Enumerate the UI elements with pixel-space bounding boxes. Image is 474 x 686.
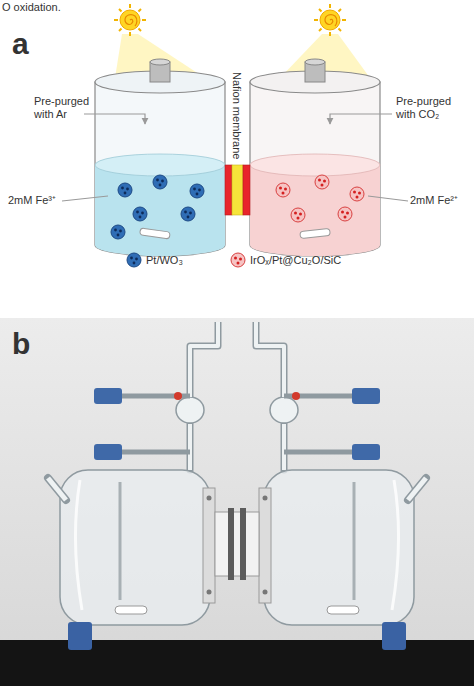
right-reactor xyxy=(250,59,380,256)
panel-letter: b xyxy=(12,326,42,362)
legend-symbol xyxy=(230,252,246,268)
pt-wo3-particle xyxy=(190,184,204,198)
glass-cell xyxy=(228,508,234,580)
membrane-stack xyxy=(225,165,250,215)
electrolyte-label: 2mM Fe³⁺ xyxy=(8,194,68,207)
glass-cell xyxy=(94,444,122,460)
leader-arrow xyxy=(330,114,392,124)
right-reactor xyxy=(250,82,380,256)
glass-cell xyxy=(60,470,210,625)
membrane-stack xyxy=(243,165,250,215)
glass-cell xyxy=(263,590,268,595)
photo-background xyxy=(0,318,474,686)
glass-cell xyxy=(48,478,66,500)
right-reactor xyxy=(250,154,380,176)
pt-wo3-particle xyxy=(118,183,132,197)
glass-cell xyxy=(176,397,204,423)
legend-text: IrOₓ/Pt@Cu₂O/SiC xyxy=(250,254,341,266)
sun-symbol xyxy=(114,4,346,36)
pt-wo3-particle xyxy=(181,207,195,221)
iro-cu2o-particle xyxy=(350,187,364,201)
sun-symbol xyxy=(114,4,146,36)
glass-cell xyxy=(240,508,246,580)
glass-cell xyxy=(119,482,122,600)
left-reactor xyxy=(95,59,225,256)
iro-cu2o-particle xyxy=(276,175,364,222)
glass-cell xyxy=(48,322,426,650)
left-reactor xyxy=(95,154,225,176)
membrane-stack xyxy=(232,165,243,215)
legend-symbol xyxy=(126,252,142,268)
legend-symbol xyxy=(231,253,245,267)
legend-symbol xyxy=(127,253,141,267)
left-reactor xyxy=(140,228,171,239)
pt-wo3-particle xyxy=(111,175,204,239)
iro-cu2o-particle xyxy=(315,175,329,189)
glass-cell xyxy=(215,512,259,576)
membrane-stack xyxy=(225,165,232,215)
gas-note: Pre-purged with Ar xyxy=(34,95,94,121)
membrane-label: Nafion membrane xyxy=(231,72,243,159)
iro-cu2o-particle xyxy=(338,207,352,221)
panel-letter: a xyxy=(12,26,42,62)
glass-cell xyxy=(207,496,212,501)
legend-item: Pt/WO₃ xyxy=(126,252,183,268)
glass-cell xyxy=(48,478,66,500)
glass-cell xyxy=(115,606,147,614)
glass-cell xyxy=(94,388,122,404)
left-reactor xyxy=(95,82,225,256)
right-reactor xyxy=(305,59,325,65)
right-reactor xyxy=(300,228,331,238)
glass-cell xyxy=(174,392,182,400)
glass-cell xyxy=(120,450,190,455)
membrane-node: Nafion membrane xyxy=(226,70,250,217)
left-reactor xyxy=(95,165,225,256)
iro-cu2o-particle xyxy=(276,183,290,197)
glass-cell xyxy=(263,496,268,501)
caption-fragment: O oxidation. xyxy=(2,1,122,14)
right-reactor xyxy=(250,165,380,256)
glass-cell xyxy=(68,622,92,650)
glass-cell xyxy=(203,488,215,603)
glass-cell xyxy=(256,322,426,650)
iro-cu2o-particle xyxy=(291,208,305,222)
pt-wo3-particle xyxy=(153,175,167,189)
left-reactor xyxy=(150,59,170,65)
photo-background xyxy=(0,318,474,686)
gas-note: Pre-purged with CO₂ xyxy=(396,95,466,121)
leader-arrow xyxy=(368,196,408,201)
glass-cell xyxy=(190,322,218,397)
glass-cell xyxy=(187,424,194,470)
glass-cell xyxy=(190,322,218,397)
leader-arrow xyxy=(62,196,108,201)
electrolyte-label: 2mM Fe²⁺ xyxy=(410,194,472,207)
pt-wo3-particle xyxy=(111,225,125,239)
sun-symbol xyxy=(314,4,346,36)
legend-text: Pt/WO₃ xyxy=(146,254,183,266)
legend-item: IrOₓ/Pt@Cu₂O/SiC xyxy=(230,252,341,268)
glass-cell xyxy=(48,322,218,650)
leader-arrow xyxy=(84,114,145,124)
glass-cell xyxy=(75,480,82,610)
pt-wo3-particle xyxy=(133,207,147,221)
glass-cell xyxy=(188,424,192,470)
glass-cell xyxy=(207,590,212,595)
